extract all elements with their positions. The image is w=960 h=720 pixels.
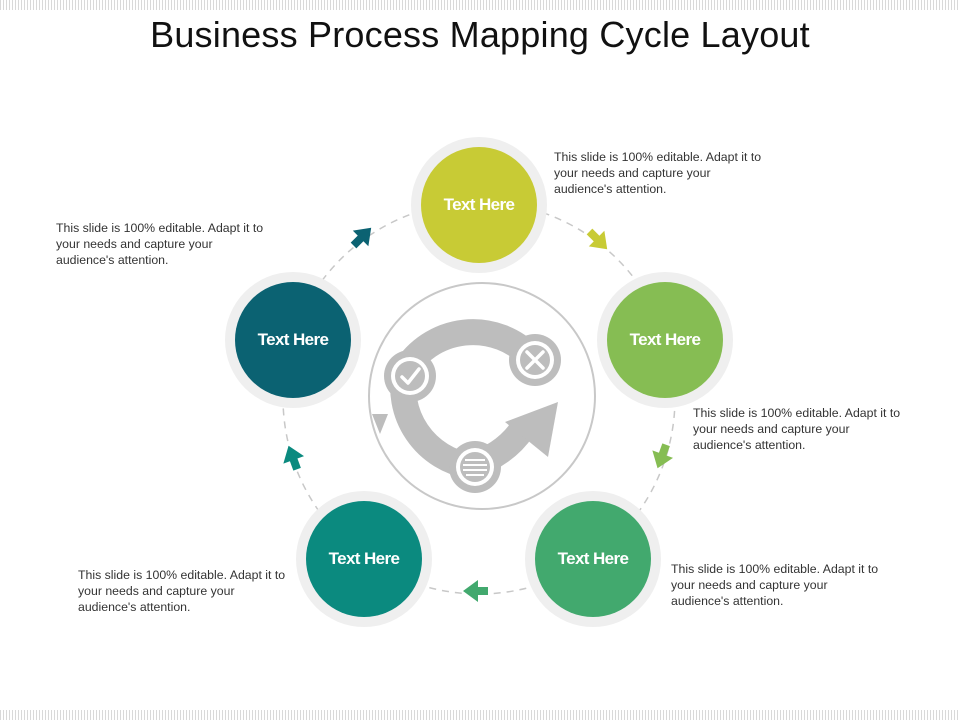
page-title: Business Process Mapping Cycle Layout [150,14,810,55]
node-1-label: Text Here [421,147,537,263]
arrow-icon-2 [652,443,674,469]
ring-arrow-icon [372,414,388,434]
cycle-node-5: Text Here [225,272,361,408]
check-icon [384,350,436,402]
document-icon [449,441,501,493]
arrow-icon-4 [283,445,305,471]
node-4-label: Text Here [306,501,422,617]
node-2-label: Text Here [607,282,723,398]
cycle-node-2: Text Here [597,272,733,408]
cycle-node-4: Text Here [296,491,432,627]
node-3-description: This slide is 100% editable. Adapt it to… [671,562,879,608]
bottom-stripe [0,710,960,720]
node-2-description: This slide is 100% editable. Adapt it to… [693,406,901,452]
arrow-icon-5 [350,227,372,249]
top-stripe [0,0,960,10]
arrow-icon-1 [586,228,608,250]
cycle-node-3: Text Here [525,491,661,627]
close-icon [509,334,561,386]
center-ring [368,282,596,510]
cycle-node-1: Text Here [411,137,547,273]
node-3-label: Text Here [535,501,651,617]
node-5-description: This slide is 100% editable. Adapt it to… [56,221,264,267]
node-5-label: Text Here [235,282,351,398]
node-4-description: This slide is 100% editable. Adapt it to… [78,568,286,614]
node-1-description: This slide is 100% editable. Adapt it to… [554,150,762,196]
cycle-arrow-head [505,402,558,457]
arrow-icon-3 [463,580,488,602]
